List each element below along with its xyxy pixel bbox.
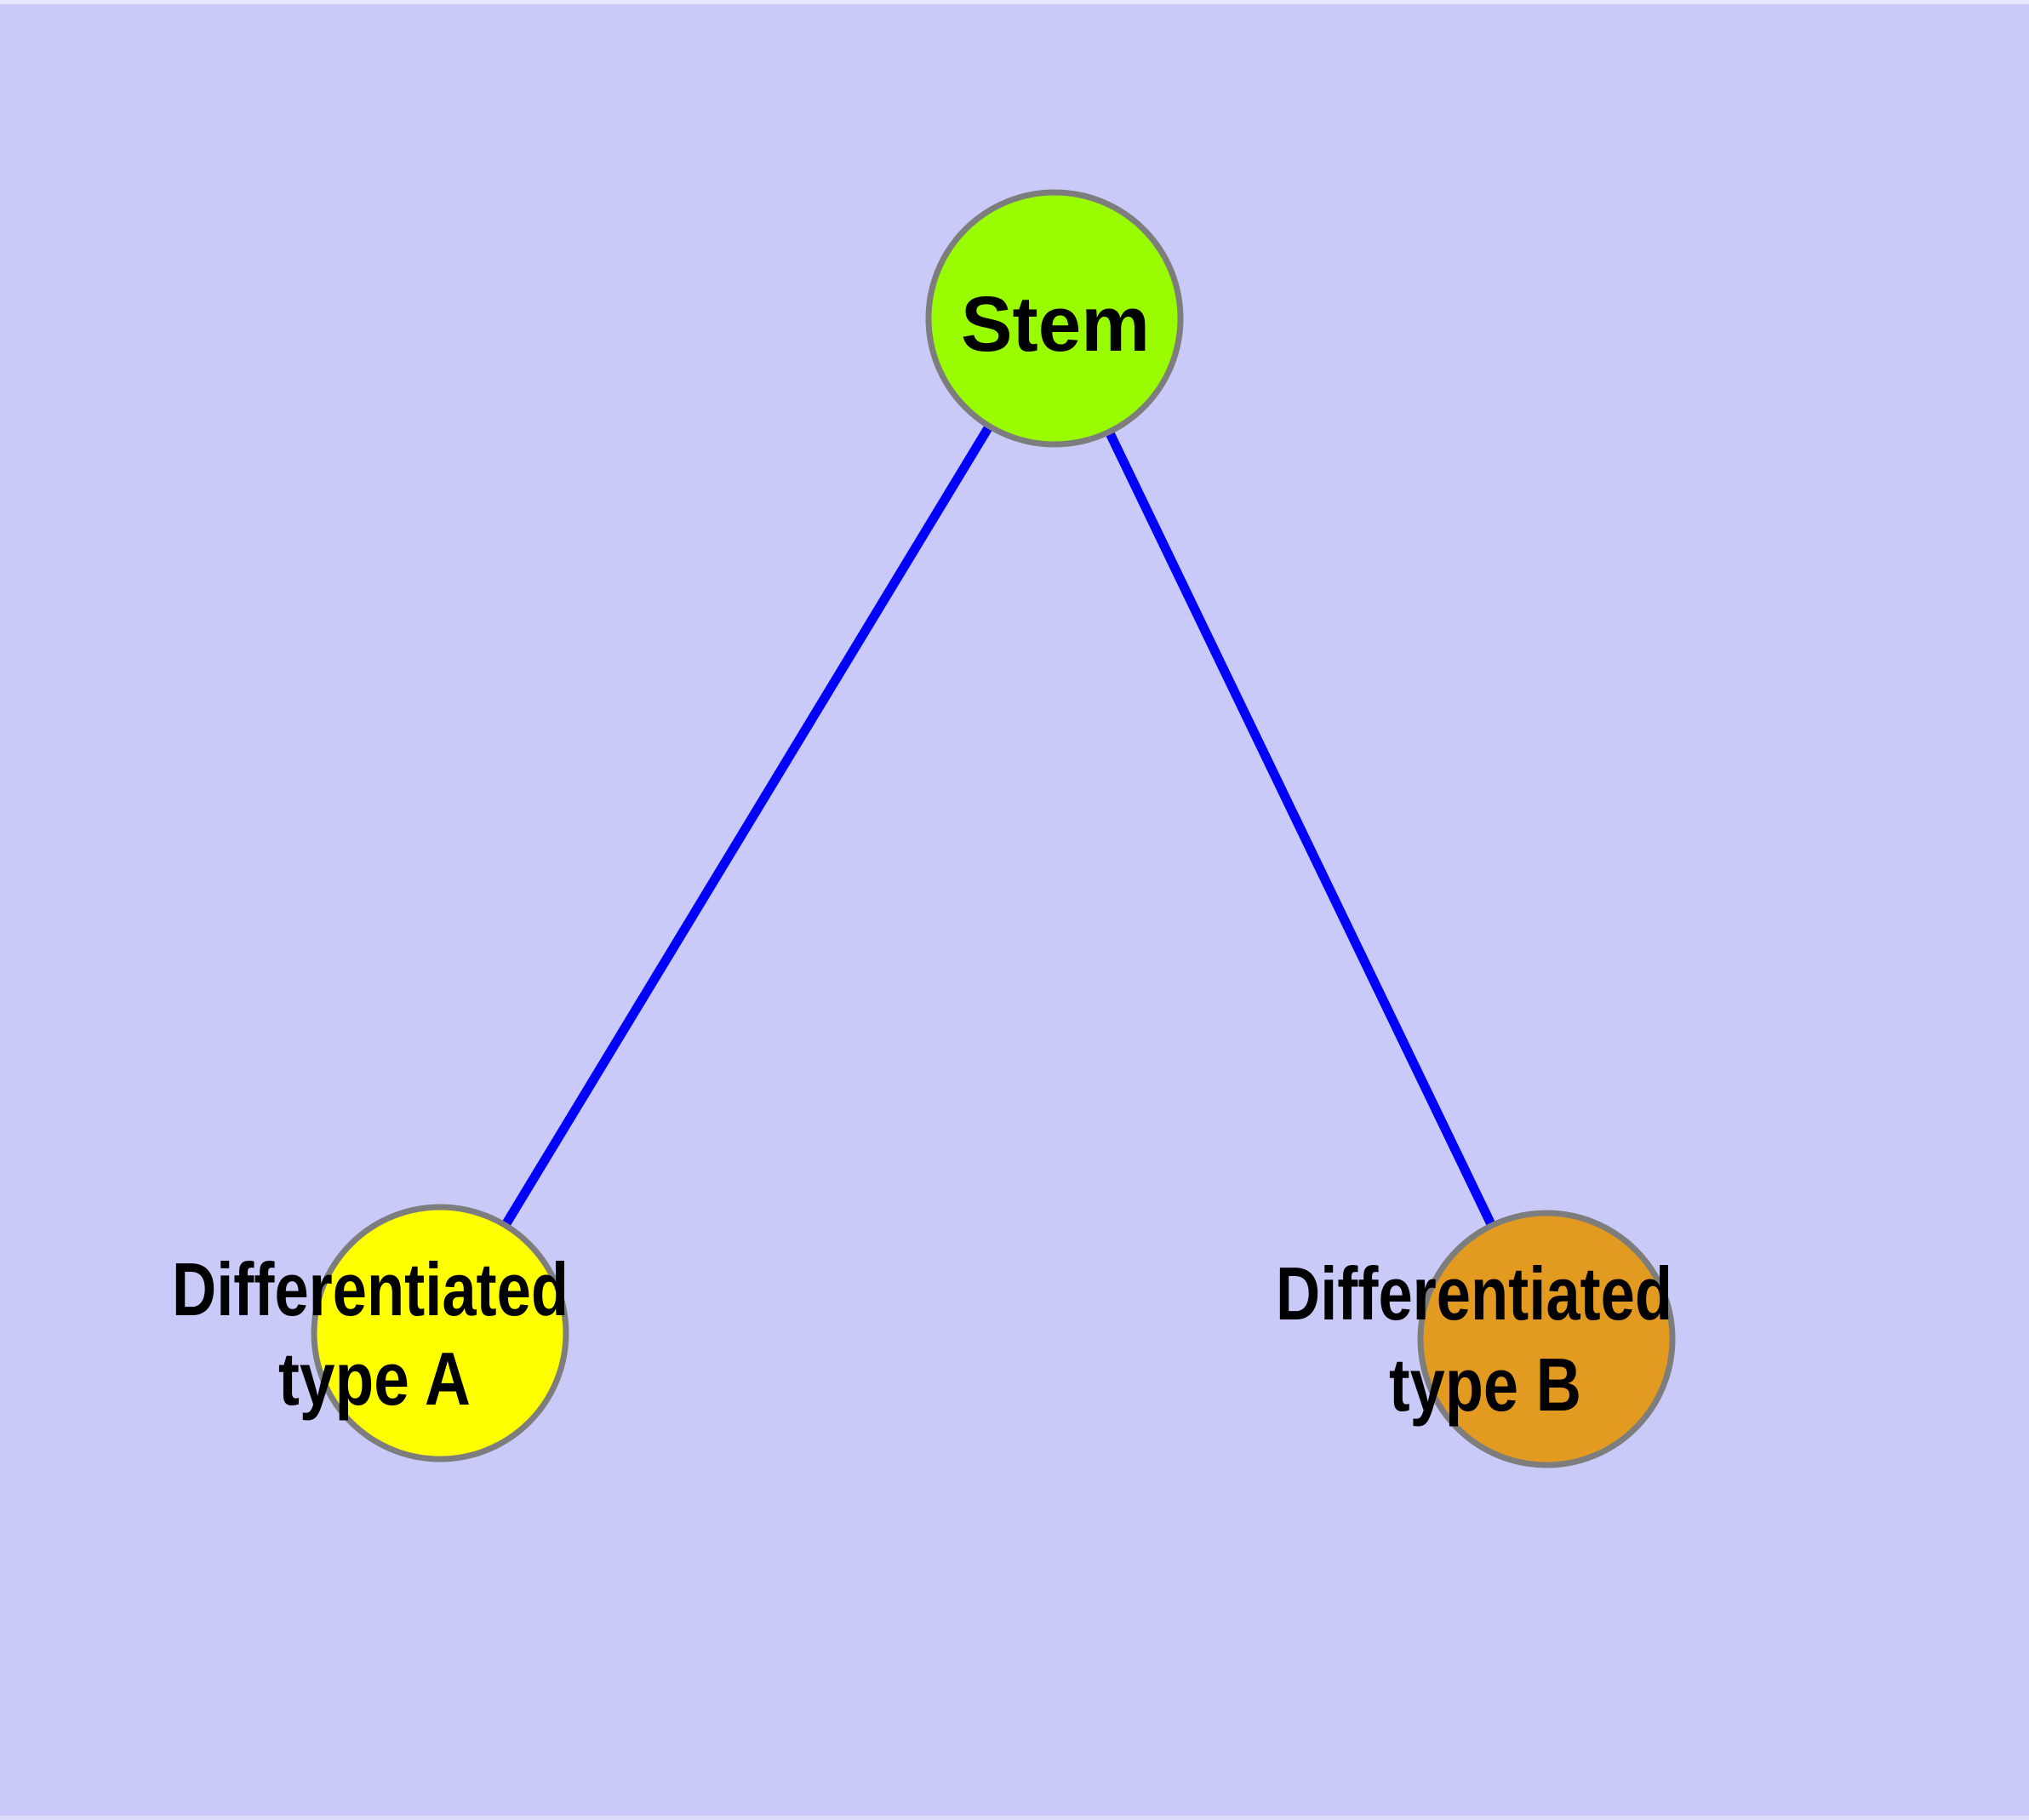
node-type-a-label-line1: Differentiated	[172, 1247, 569, 1331]
node-type-b-label-line2: type B	[1389, 1342, 1581, 1427]
bottom-edge-highlight	[0, 1816, 2029, 1820]
edge-stem-to-type-a	[436, 316, 1059, 1336]
node-stem	[925, 189, 1184, 448]
node-type-a-label-line2: type A	[278, 1336, 471, 1421]
node-type-b-label-line1: Differentiated	[1276, 1251, 1672, 1336]
edge-stem-to-type-b	[1050, 316, 1551, 1342]
node-differentiated-type-a	[311, 1204, 569, 1462]
node-stem-label: Stem	[961, 281, 1150, 368]
node-differentiated-type-b	[1417, 1210, 1676, 1468]
top-edge-highlight	[0, 0, 2029, 4]
